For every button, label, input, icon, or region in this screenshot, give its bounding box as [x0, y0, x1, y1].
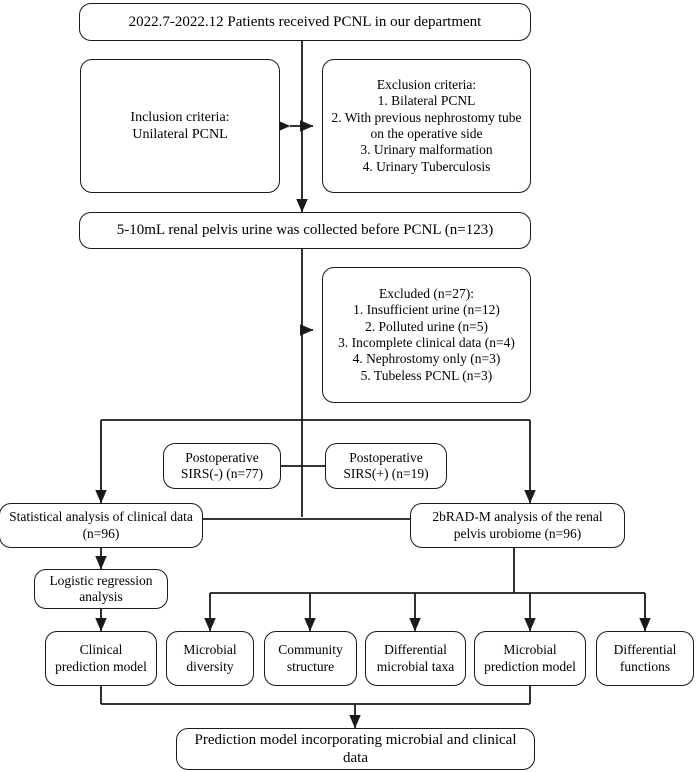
- node-differential-taxa[interactable]: Differential microbial taxa: [365, 631, 466, 686]
- node-community-structure-label: Community structure: [278, 642, 343, 674]
- node-inclusion-criteria-label: Inclusion criteria: Unilateral PCNL: [130, 109, 230, 142]
- node-urine-collection[interactable]: 5-10mL renal pelvis urine was collected …: [79, 212, 531, 249]
- node-sirs-negative[interactable]: Postoperative SIRS(-) (n=77): [163, 443, 281, 489]
- node-final-prediction-model-label: Prediction model incorporating microbial…: [194, 731, 517, 766]
- node-clinical-prediction-model-label: Clinical prediction model: [55, 642, 147, 674]
- node-clinical-analysis[interactable]: Statistical analysis of clinical data (n…: [0, 503, 203, 548]
- node-excluded[interactable]: Excluded (n=27): 1. Insufficient urine (…: [322, 267, 531, 403]
- node-excluded-label: Excluded (n=27): 1. Insufficient urine (…: [338, 285, 515, 383]
- node-logistic-regression-label: Logistic regression analysis: [49, 572, 153, 604]
- node-microbial-prediction-model-label: Microbial prediction model: [484, 642, 576, 674]
- node-differential-functions[interactable]: Differential functions: [596, 631, 694, 686]
- node-exclusion-criteria[interactable]: Exclusion criteria: 1. Bilateral PCNL 2.…: [322, 59, 531, 193]
- node-sirs-positive[interactable]: Postoperative SIRS(+) (n=19): [325, 443, 447, 489]
- node-sirs-negative-label: Postoperative SIRS(-) (n=77): [180, 449, 264, 481]
- node-exclusion-criteria-label: Exclusion criteria: 1. Bilateral PCNL 2.…: [331, 76, 522, 174]
- node-microbial-diversity-label: Microbial diversity: [183, 642, 237, 674]
- node-community-structure[interactable]: Community structure: [264, 631, 357, 686]
- node-differential-taxa-label: Differential microbial taxa: [376, 642, 455, 674]
- node-final-prediction-model[interactable]: Prediction model incorporating microbial…: [176, 728, 535, 770]
- node-enrollment[interactable]: 2022.7-2022.12 Patients received PCNL in…: [79, 3, 531, 41]
- node-clinical-prediction-model[interactable]: Clinical prediction model: [45, 631, 157, 686]
- node-enrollment-label: 2022.7-2022.12 Patients received PCNL in…: [128, 13, 482, 30]
- node-microbial-diversity[interactable]: Microbial diversity: [166, 631, 254, 686]
- node-microbial-prediction-model[interactable]: Microbial prediction model: [474, 631, 586, 686]
- node-clinical-analysis-label: Statistical analysis of clinical data (n…: [9, 509, 193, 541]
- node-urine-collection-label: 5-10mL renal pelvis urine was collected …: [116, 222, 494, 239]
- node-logistic-regression[interactable]: Logistic regression analysis: [34, 569, 168, 609]
- node-inclusion-criteria[interactable]: Inclusion criteria: Unilateral PCNL: [80, 59, 280, 193]
- node-differential-functions-label: Differential functions: [613, 642, 677, 674]
- node-urobiome-analysis[interactable]: 2bRAD-M analysis of the renal pelvis uro…: [410, 503, 625, 548]
- node-sirs-positive-label: Postoperative SIRS(+) (n=19): [343, 449, 429, 481]
- node-urobiome-analysis-label: 2bRAD-M analysis of the renal pelvis uro…: [432, 509, 603, 541]
